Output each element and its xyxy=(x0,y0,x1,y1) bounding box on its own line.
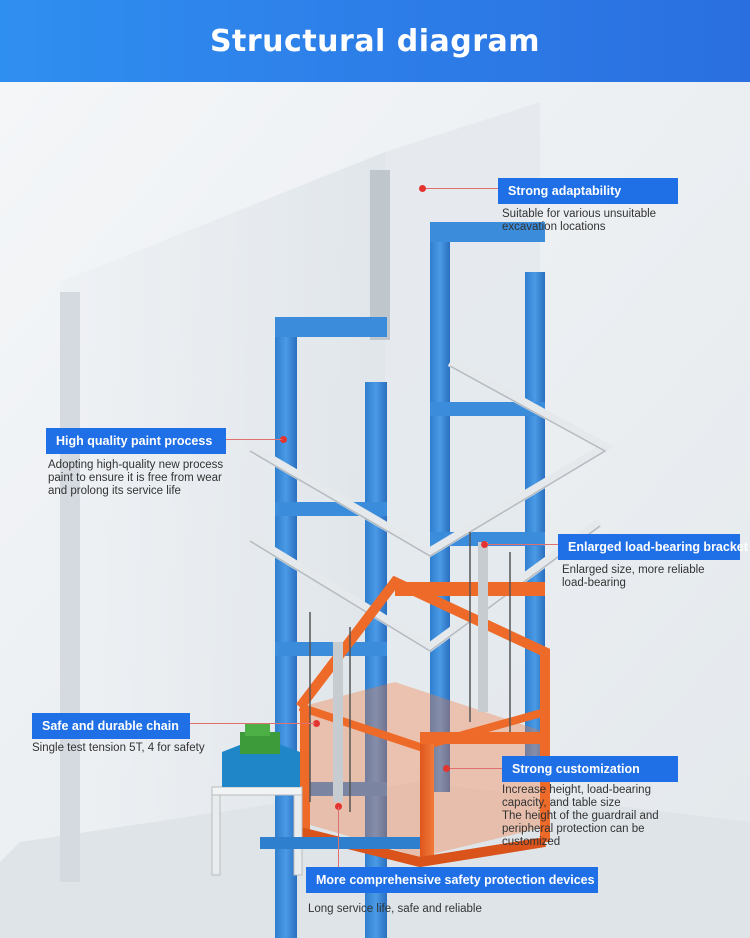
callout-leader-line xyxy=(450,768,502,769)
callout-leader-line xyxy=(190,723,315,724)
building-wall-back xyxy=(385,102,540,862)
callout-description-paint-process: Adopting high-quality new process paint … xyxy=(48,459,224,497)
diagram-illustration xyxy=(0,82,750,938)
callout-leader-line xyxy=(488,544,558,545)
wall-column xyxy=(60,292,80,882)
callout-description-safety-devices: Long service life, safe and reliable xyxy=(308,903,482,915)
callout-description-strong-adaptability: Suitable for various unsuitable excavati… xyxy=(502,208,657,233)
callout-pointer-dot xyxy=(280,436,287,443)
callout-pointer-dot xyxy=(443,765,450,772)
callout-description-durable-chain: Single test tension 5T, 4 for safety xyxy=(32,742,205,754)
callout-label-strong-adaptability: Strong adaptability xyxy=(498,178,678,204)
page-title: Structural diagram xyxy=(209,23,541,59)
lift-chain xyxy=(309,532,511,812)
callout-leader-line xyxy=(426,188,498,189)
callout-description-customization: Increase height, load-bearing capacity, … xyxy=(502,784,659,848)
hydraulic-pump-station xyxy=(211,724,303,876)
callout-label-load-bearing-bracket: Enlarged load-bearing bracket xyxy=(558,534,748,560)
base-rail xyxy=(260,837,420,849)
wall-pillar xyxy=(370,170,390,340)
lifting-platform-cage xyxy=(296,575,550,868)
callout-pointer-dot xyxy=(313,720,320,727)
callout-label-paint-process: High quality paint process xyxy=(46,428,226,454)
callout-pointer-dot xyxy=(335,803,342,810)
callout-leader-line xyxy=(338,807,339,867)
callout-label-customization: Strong customization xyxy=(502,756,678,782)
callout-label-durable-chain: Safe and durable chain xyxy=(32,713,190,739)
header-banner: Structural diagram xyxy=(0,0,750,82)
hydraulic-cylinder xyxy=(333,542,488,802)
load-bearing-bracket xyxy=(247,358,615,653)
callout-pointer-dot xyxy=(419,185,426,192)
callout-label-safety-devices: More comprehensive safety protection dev… xyxy=(306,867,598,893)
callout-description-load-bearing-bracket: Enlarged size, more reliable load-bearin… xyxy=(562,564,705,589)
lift-structure-illustration xyxy=(0,82,750,938)
callout-pointer-dot xyxy=(481,541,488,548)
callout-leader-line xyxy=(226,439,282,440)
